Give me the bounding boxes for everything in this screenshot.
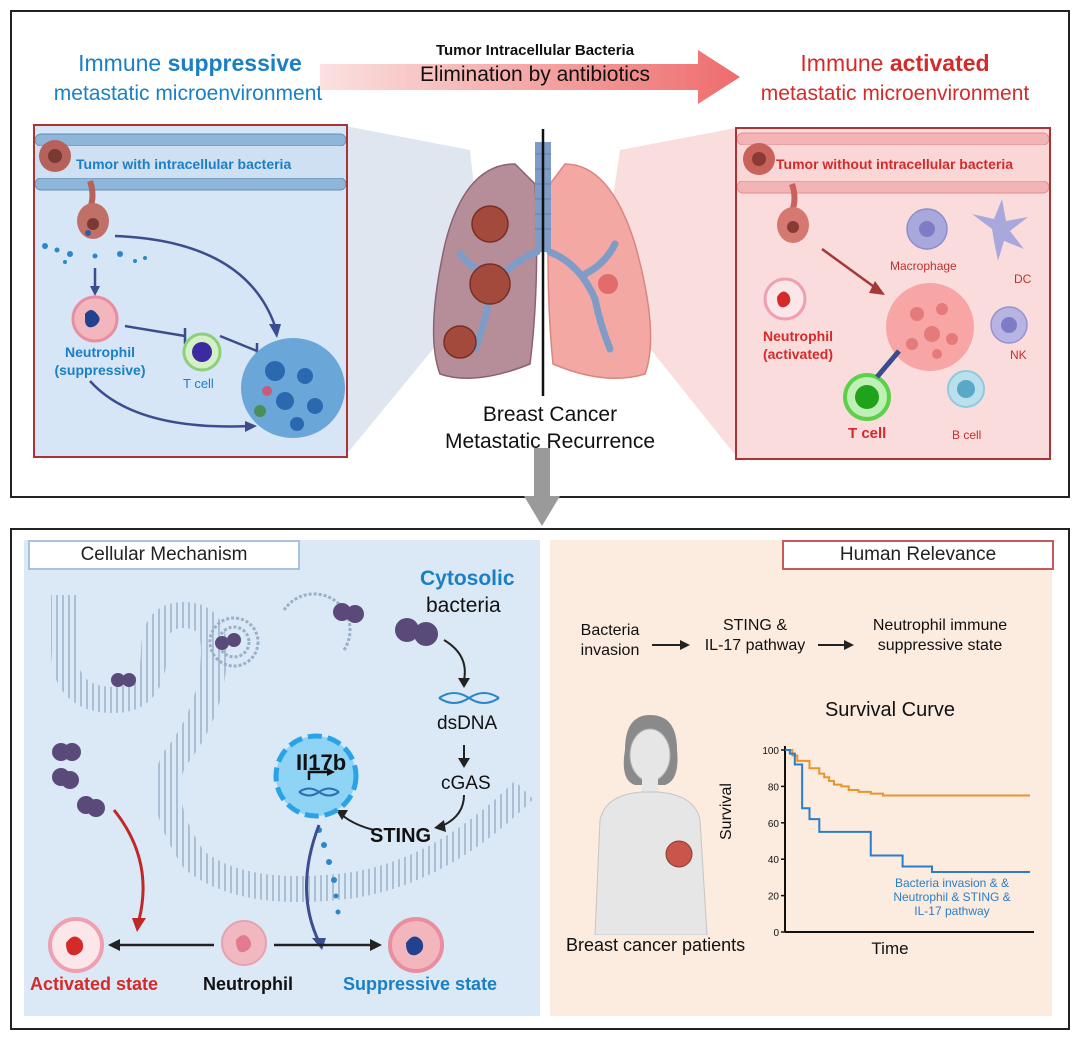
cytosolic-label: Cytosolic <box>420 567 515 590</box>
legend-line-2: Neutrophil & STING & <box>893 890 1011 904</box>
arrow-title: Tumor Intracellular Bacteria <box>435 42 635 59</box>
y-tick-label: 80 <box>768 782 780 793</box>
right-tumor-illustration <box>737 132 1049 421</box>
cgas-label: cGAS <box>441 773 491 794</box>
dc-label: DC <box>1014 272 1032 286</box>
macrophage-label: Macrophage <box>890 259 957 273</box>
bcell-label: B cell <box>952 428 982 442</box>
legend-line-1: Bacteria invasion & & <box>894 876 1010 890</box>
right-title: Immune activated <box>740 50 1050 77</box>
survival-curve-orange <box>785 749 1030 797</box>
flow-step-sting-1: STING & <box>722 617 787 634</box>
mechanism-title: Cellular Mechanism <box>28 540 300 570</box>
survival-curve-blue <box>785 749 1030 873</box>
left-tumor-label: Tumor with intracellular bacteria <box>76 156 292 172</box>
arrow-subtitle: Elimination by antibiotics <box>420 63 650 86</box>
right-neutrophil-label: Neutrophil <box>763 328 833 344</box>
activated-state-label: Activated state <box>30 974 159 994</box>
left-title: Immune suppressive <box>40 50 340 77</box>
flow-step-neutrophil-2: suppressive state <box>877 637 1003 654</box>
right-neutrophil-state: (activated) <box>762 346 834 362</box>
center-label-line2: Metastatic Recurrence <box>444 430 656 453</box>
flow-step-neutrophil-1: Neutrophil immune <box>872 617 1008 634</box>
left-title-pre: Immune <box>78 50 168 76</box>
left-title-bold: suppressive <box>167 50 302 76</box>
patient-illustration <box>594 715 708 935</box>
survival-title: Survival Curve <box>824 699 956 721</box>
relevance-title: Human Relevance <box>782 540 1054 570</box>
nk-label: NK <box>1010 348 1027 362</box>
y-tick-label: 0 <box>773 928 779 939</box>
mechanism-illustration <box>48 592 534 973</box>
antibiotic-arrow <box>320 50 740 104</box>
center-label-line1: Breast Cancer <box>482 403 618 426</box>
il17b-gene-label: Il17b <box>296 750 347 775</box>
y-axis-label: Survival <box>718 783 735 840</box>
x-axis-label: Time <box>871 939 909 958</box>
dsdna-label: dsDNA <box>437 713 498 734</box>
right-title-bold: activated <box>889 50 990 76</box>
right-tcell-label: T cell <box>848 425 887 442</box>
right-tumor-label: Tumor without intracellular bacteria <box>776 156 1014 172</box>
y-tick-label: 40 <box>768 855 780 866</box>
left-tumor-illustration <box>35 133 346 438</box>
legend-block: Bacteria invasion & & Neutrophil & STING… <box>862 876 1042 918</box>
flow-step-bacteria-2: invasion <box>580 642 640 659</box>
left-tcell-label: T cell <box>183 376 214 391</box>
neutrophil-label: Neutrophil <box>203 974 293 994</box>
flow-step-sting-2: IL-17 pathway <box>704 637 806 654</box>
y-tick-label: 100 <box>762 746 779 757</box>
survival-chart: 0 20 40 60 80 100 <box>762 746 1034 939</box>
left-subtitle: metastatic microenvironment <box>53 82 323 105</box>
lungs-illustration <box>432 129 652 396</box>
suppressive-state-label: Suppressive state <box>343 974 498 994</box>
patients-label: Breast cancer patients <box>566 935 746 955</box>
projection-wedges <box>345 126 736 456</box>
left-neutrophil-label: Neutrophil <box>65 344 135 360</box>
legend-line-3: IL-17 pathway <box>914 904 990 918</box>
y-tick-label: 60 <box>768 819 780 830</box>
y-tick-label: 20 <box>768 892 780 903</box>
flow-arrows <box>652 640 854 650</box>
right-subtitle: metastatic microenvironment <box>760 82 1030 105</box>
flow-step-bacteria-1: Bacteria <box>580 622 640 639</box>
sting-label: STING <box>370 825 432 847</box>
down-arrow <box>524 448 560 526</box>
bacteria-label: bacteria <box>426 594 501 617</box>
left-neutrophil-state: (suppressive) <box>54 362 146 378</box>
right-title-pre: Immune <box>800 50 890 76</box>
